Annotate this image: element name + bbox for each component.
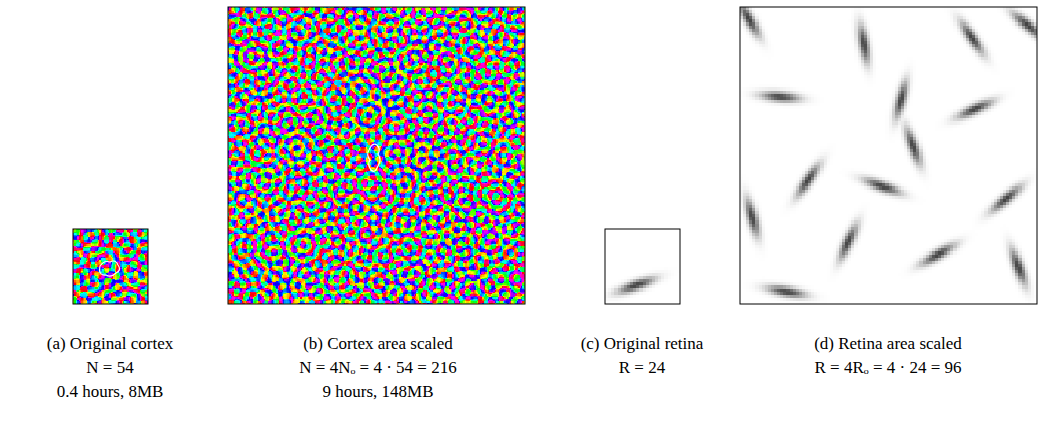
- panel-frame: [605, 229, 680, 304]
- parameter-value: N = 4Nₒ = 4 · 54 = 216: [299, 358, 456, 378]
- retina-original: [605, 229, 680, 304]
- parameter-value: N = 54: [86, 358, 133, 378]
- panel-frame: [740, 7, 1037, 304]
- panel-caption: (b) Cortex area scaled: [303, 334, 453, 354]
- receptive-field-contour: [100, 261, 120, 276]
- parameter-value: R = 24: [619, 358, 665, 378]
- cortex-map-original: [73, 229, 148, 304]
- panel-caption: (a) Original cortex: [47, 334, 174, 354]
- retina-scaled: [740, 7, 1037, 304]
- map-image: [605, 229, 680, 304]
- parameter-value: R = 4Rₒ = 4 · 24 = 96: [815, 358, 962, 378]
- map-image: [73, 229, 148, 304]
- map-image: [740, 7, 1037, 304]
- panel-caption: (c) Original retina: [581, 334, 704, 354]
- run-cost: 9 hours, 148MB: [323, 382, 434, 402]
- cortex-map-scaled: [228, 7, 525, 304]
- receptive-field-contour: [368, 144, 380, 171]
- map-image: [228, 7, 525, 304]
- panel-frame: [228, 7, 525, 304]
- panel-caption: (d) Retina area scaled: [814, 334, 962, 354]
- run-cost: 0.4 hours, 8MB: [57, 382, 164, 402]
- panel-frame: [73, 229, 148, 304]
